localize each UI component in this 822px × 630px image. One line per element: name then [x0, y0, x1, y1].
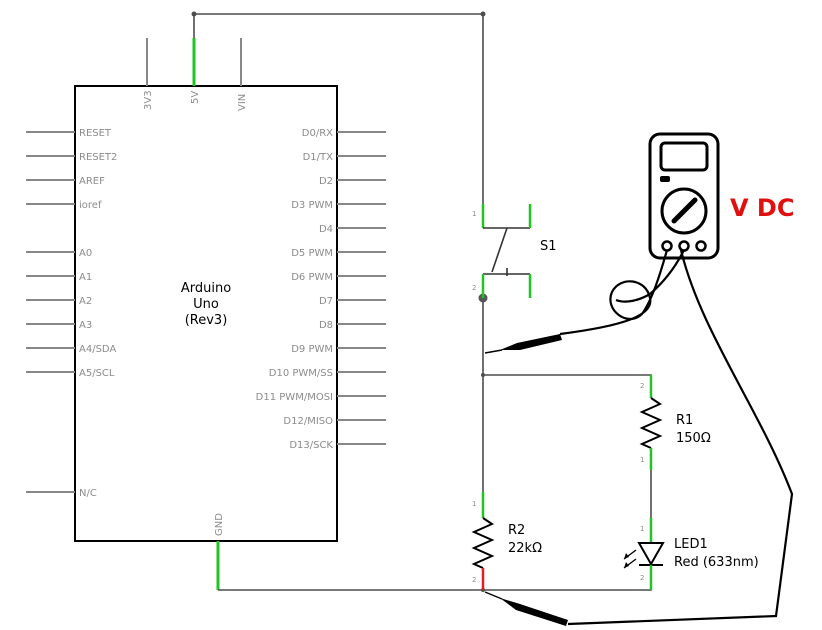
- r1-zigzag: [639, 397, 663, 449]
- multimeter-display: [659, 141, 709, 172]
- pin-label-5v: 5V: [190, 91, 201, 104]
- s1-label: S1: [540, 239, 557, 254]
- pin-label-a1: A1: [79, 272, 92, 283]
- pin-label-3v3: 3V3: [143, 90, 154, 110]
- lead-coil: [615, 249, 685, 303]
- pin-label-a5: A5/SCL: [79, 368, 115, 379]
- red-probe-tip[interactable]: [500, 334, 562, 350]
- pin-label-a4: A4/SDA: [79, 344, 116, 355]
- arduino-name: Arduino: [181, 281, 231, 296]
- r1-pin1-number: 1: [640, 456, 644, 464]
- arduino-rev: (Rev3): [185, 313, 228, 328]
- probe-tips: [484, 334, 568, 626]
- pin-label-nc: N/C: [79, 488, 97, 499]
- led-value: Red (633nm): [674, 555, 759, 570]
- junction-divider: [481, 373, 485, 377]
- r2-zigzag: [471, 517, 495, 569]
- resistor-r1[interactable]: 2 1 R1 150Ω: [639, 375, 711, 470]
- pin-label-a3: A3: [79, 320, 92, 331]
- red-probe-lead[interactable]: [559, 249, 669, 336]
- r2-label: R2: [508, 523, 525, 538]
- pin-label-d10: D10 PWM/SS: [269, 368, 333, 379]
- led-ray-2-head: [624, 562, 629, 568]
- pin-label-d5: D5 PWM: [291, 248, 333, 259]
- multimeter-jack-com[interactable]: [661, 240, 673, 252]
- black-probe-needle: [484, 591, 503, 600]
- black-probe-lead[interactable]: [567, 249, 794, 626]
- probe-leads: [559, 249, 794, 626]
- wire-5v-to-switch[interactable]: [193, 13, 484, 204]
- pin-label-ioref: ioref: [79, 200, 102, 211]
- junction-corner: [480, 11, 486, 17]
- wires: [193, 13, 652, 591]
- pin-label-d6: D6 PWM: [291, 272, 333, 283]
- pin-label-vin: VIN: [237, 94, 248, 111]
- right-pins: D0/RX D1/TX D2 D3 PWM D4 D5 PWM D6 PWM D…: [256, 128, 386, 451]
- wire-ground-return[interactable]: [218, 566, 652, 591]
- arduino-uno[interactable]: Arduino Uno (Rev3) 3V3 5V VIN GND RESET …: [26, 38, 386, 590]
- pin-label-d9: D9 PWM: [291, 344, 333, 355]
- meter-mode-label: V DC: [730, 194, 794, 222]
- led-led1[interactable]: 1 2 LED1 Red (633nm): [623, 518, 759, 590]
- s1-pin1-number: 1: [472, 210, 476, 218]
- pin-label-d11: D11 PWM/MOSI: [256, 392, 333, 403]
- pin-label-d1: D1/TX: [303, 152, 334, 163]
- r2-value: 22kΩ: [508, 541, 542, 556]
- multimeter-dial[interactable]: [660, 187, 708, 235]
- led-pin1-number: 1: [640, 525, 644, 533]
- arduino-body: [74, 85, 338, 542]
- pin-label-a2: A2: [79, 296, 92, 307]
- pin-label-reset: RESET: [79, 128, 112, 139]
- left-pins: RESET RESET2 AREF ioref A0 A1 A2 A3 A4/S…: [26, 128, 117, 499]
- r1-pin2-number: 2: [640, 382, 644, 390]
- pin-label-d3: D3 PWM: [291, 200, 333, 211]
- pin-label-d12: D12/MISO: [283, 416, 333, 427]
- r1-label: R1: [676, 413, 693, 428]
- pin-label-gnd: GND: [214, 513, 225, 536]
- pin-label-a0: A0: [79, 248, 92, 259]
- s1-lever: [491, 227, 508, 273]
- multimeter-jack-a[interactable]: [695, 240, 707, 252]
- led-label: LED1: [674, 537, 708, 552]
- led-triangle: [637, 542, 665, 567]
- led-ray-1-head: [624, 553, 629, 559]
- multimeter-indicator: [660, 176, 670, 182]
- r2-pin2-number: 2: [472, 576, 476, 584]
- arduino-model: Uno: [193, 297, 219, 312]
- switch-s1[interactable]: 1 2 S1: [472, 204, 557, 298]
- led-pin2-number: 2: [640, 574, 644, 582]
- r1-value: 150Ω: [676, 431, 711, 446]
- pin-label-d7: D7: [319, 296, 333, 307]
- r2-pin1-number: 1: [472, 500, 476, 508]
- pin-label-d4: D4: [319, 224, 333, 235]
- red-probe-needle: [484, 349, 503, 354]
- pin-label-reset2: RESET2: [79, 152, 117, 163]
- multimeter-jack-v[interactable]: [678, 240, 690, 252]
- s1-pin2-number: 2: [472, 284, 476, 292]
- wire-node-to-r1[interactable]: [483, 374, 652, 396]
- resistor-r2[interactable]: 1 2 R2 22kΩ: [471, 492, 542, 590]
- junction-5v: [191, 11, 197, 17]
- pin-label-d8: D8: [319, 320, 333, 331]
- pin-label-d2: D2: [319, 176, 333, 187]
- pin-label-aref: AREF: [79, 176, 105, 187]
- multimeter[interactable]: V DC: [648, 132, 794, 260]
- black-probe-tip[interactable]: [500, 598, 568, 626]
- pin-label-d13: D13/SCK: [289, 440, 333, 451]
- pin-label-d0: D0/RX: [302, 128, 333, 139]
- multimeter-dial-pointer: [671, 197, 698, 224]
